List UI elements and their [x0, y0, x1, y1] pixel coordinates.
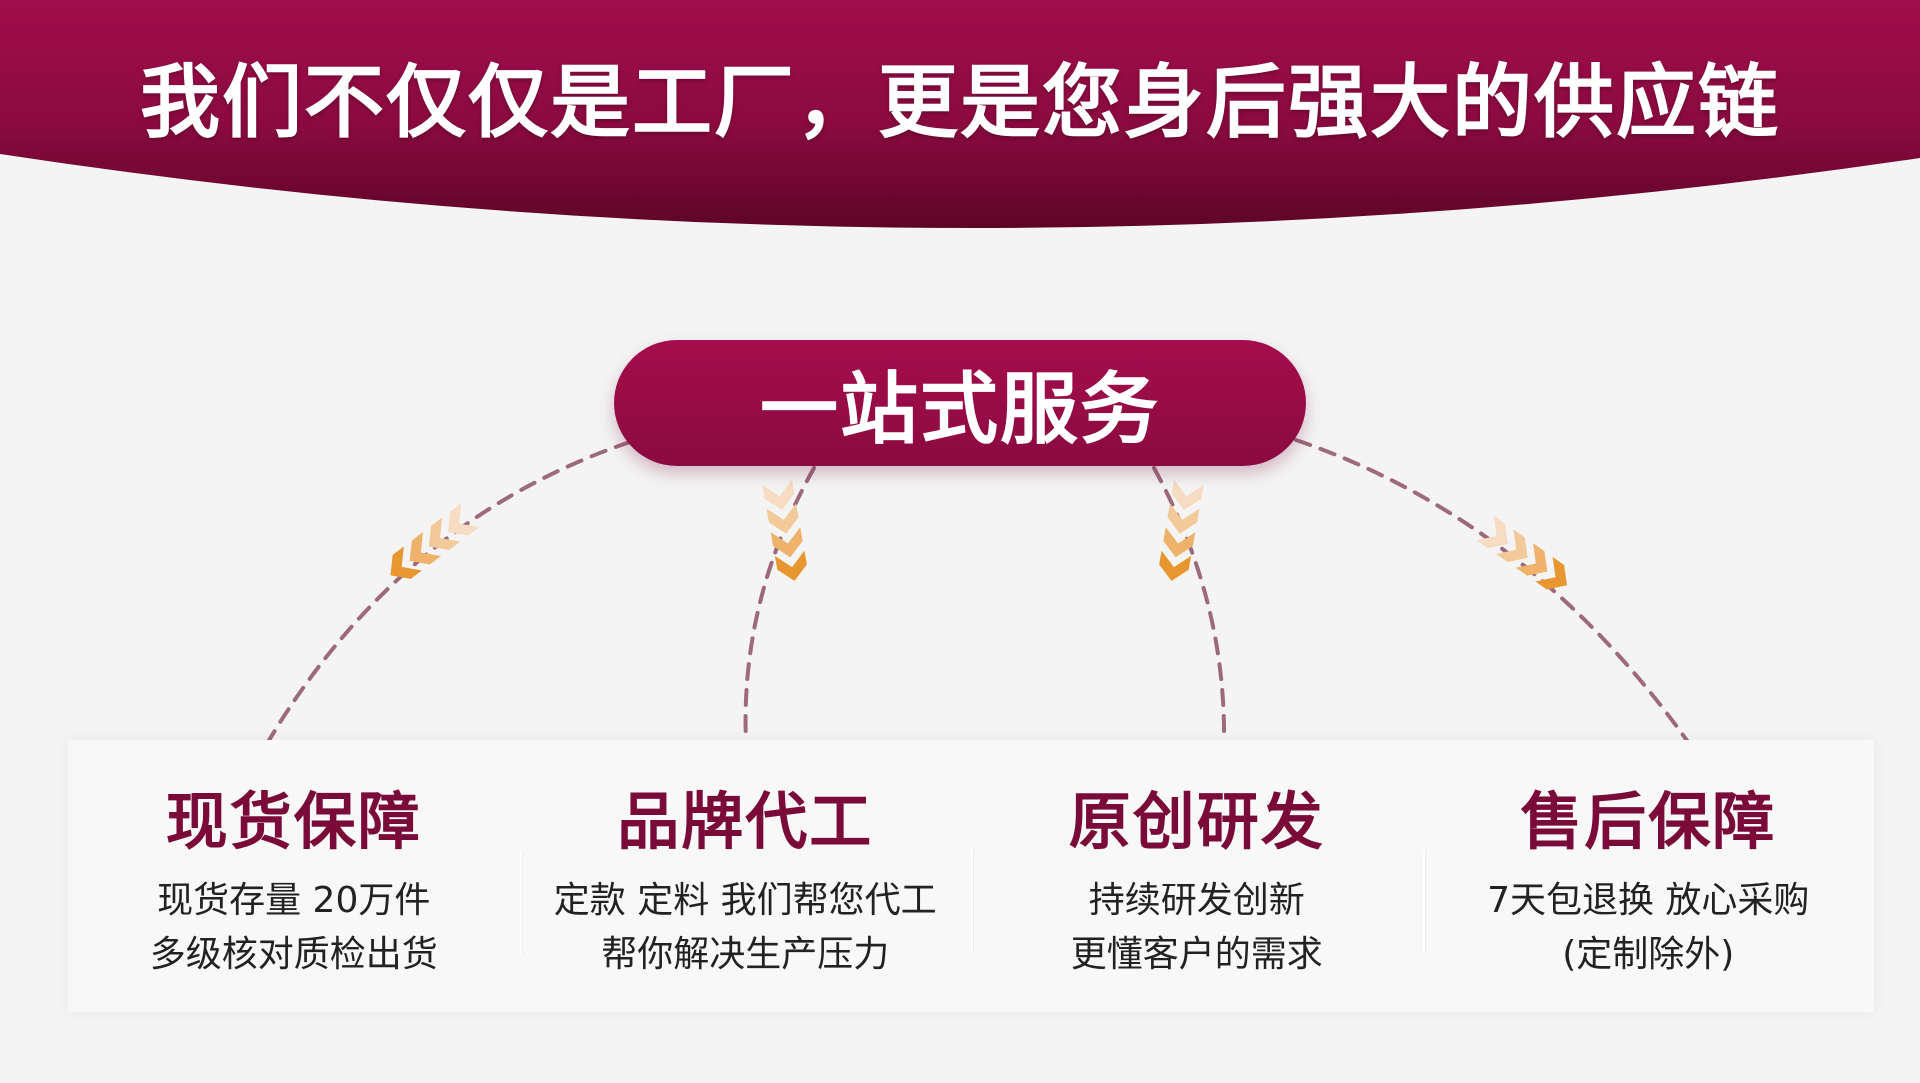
page-title: 我们不仅仅是工厂，更是您身后强大的供应链	[140, 56, 1780, 149]
service-card-aftersales: 售后保障 7天包退换 放心采购 (定制除外)	[1422, 740, 1875, 1012]
connector-line-1	[266, 440, 632, 744]
service-card-line: 多级核对质检出货	[149, 934, 438, 975]
service-card-stock: 现货保障 现货存量 20万件 多级核对质检出货	[68, 740, 520, 1012]
service-card-line: 更懂客户的需求	[1070, 934, 1323, 975]
chevron-arrow-icon	[1476, 515, 1567, 590]
header-banner	[0, 0, 1920, 229]
service-card-line: 帮你解决生产压力	[601, 934, 890, 975]
service-card-oem: 品牌代工 定款 定料 我们帮您代工 帮你解决生产压力	[519, 740, 972, 1012]
connector-line-3	[1152, 466, 1227, 744]
service-card-rnd: 原创研发 持续研发创新 更懂客户的需求	[971, 740, 1423, 1012]
connector-line-4	[1294, 438, 1690, 744]
service-card-line: 定款 定料 我们帮您代工	[553, 880, 937, 921]
chevron-arrow-icon	[1159, 479, 1204, 581]
chevron-arrow-icon	[762, 479, 807, 581]
service-card-line: 7天包退换 放心采购	[1487, 880, 1810, 921]
service-card-line: 持续研发创新	[1088, 880, 1305, 921]
service-card-title: 售后保障	[1520, 785, 1777, 858]
service-card-line: (定制除外)	[1562, 934, 1735, 975]
service-cards: 现货保障 现货存量 20万件 多级核对质检出货 品牌代工 定款 定料 我们帮您代…	[68, 740, 1874, 1012]
connector-lines	[266, 438, 1690, 744]
center-badge-title: 一站式服务	[759, 365, 1160, 455]
chevron-arrow-icon	[390, 503, 480, 579]
center-badge: 一站式服务	[614, 340, 1306, 466]
connector-line-2	[743, 466, 816, 744]
service-card-title: 现货保障	[165, 785, 422, 858]
service-card-line: 现货存量 20万件	[157, 880, 431, 921]
service-card-title: 品牌代工	[617, 785, 874, 858]
service-card-title: 原创研发	[1068, 785, 1325, 858]
